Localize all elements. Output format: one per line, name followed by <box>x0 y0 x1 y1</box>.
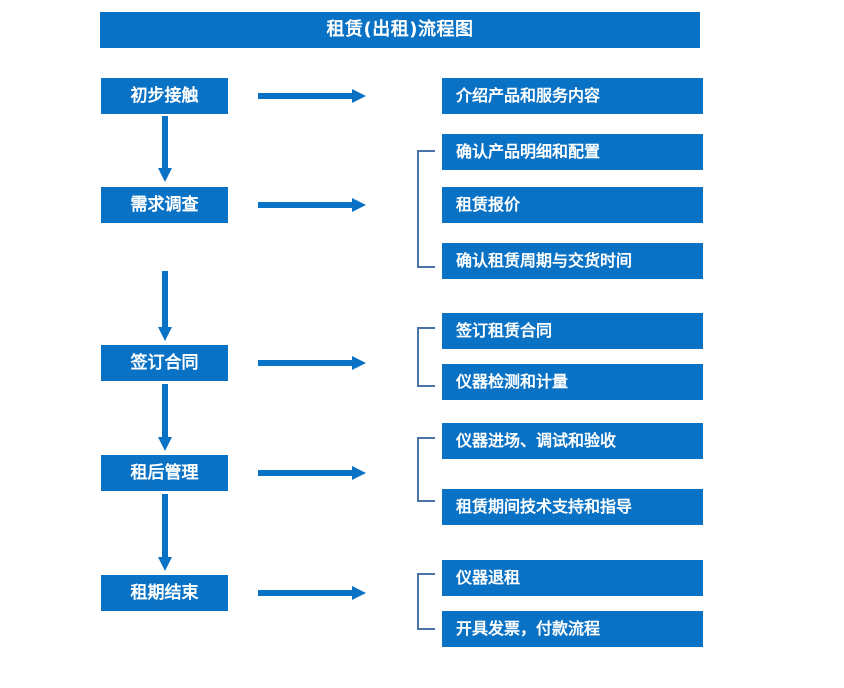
down-arrow-icon-1 <box>156 116 174 184</box>
down-arrow-icon-3 <box>156 384 174 453</box>
detail-label: 签订租赁合同 <box>456 321 553 340</box>
detail-label: 介绍产品和服务内容 <box>456 86 601 105</box>
detail-box-confirm-product-spec[interactable]: 确认产品明细和配置 <box>442 134 703 170</box>
stage-box-post-rental-management[interactable]: 租后管理 <box>101 455 228 491</box>
detail-box-confirm-lease-period[interactable]: 确认租赁周期与交货时间 <box>442 243 703 279</box>
detail-label: 确认租赁周期与交货时间 <box>456 251 633 270</box>
right-arrow-icon-5 <box>258 584 368 602</box>
stage-label: 签订合同 <box>130 352 199 373</box>
detail-box-technical-support[interactable]: 租赁期间技术支持和指导 <box>442 489 703 525</box>
right-arrow-icon-1 <box>258 87 368 105</box>
right-arrow-icon-4 <box>258 464 368 482</box>
down-arrow-icon-4 <box>156 494 174 573</box>
detail-box-instrument-return[interactable]: 仪器退租 <box>442 560 703 596</box>
detail-label: 租赁期间技术支持和指导 <box>456 497 633 516</box>
detail-box-rental-quotation[interactable]: 租赁报价 <box>442 187 703 223</box>
detail-box-sign-lease-contract[interactable]: 签订租赁合同 <box>442 313 703 349</box>
detail-box-instrument-delivery[interactable]: 仪器进场、调试和验收 <box>442 423 703 459</box>
detail-label: 确认产品明细和配置 <box>456 142 601 161</box>
detail-box-invoice-payment[interactable]: 开具发票，付款流程 <box>442 611 703 647</box>
right-arrow-icon-2 <box>258 196 368 214</box>
group-bracket-demand-survey <box>417 150 435 268</box>
detail-label: 仪器检测和计量 <box>456 372 569 391</box>
group-bracket-lease-end <box>417 573 435 630</box>
stage-box-lease-end[interactable]: 租期结束 <box>101 575 228 611</box>
stage-label: 租后管理 <box>130 462 199 483</box>
group-bracket-sign-contract <box>417 327 435 387</box>
detail-label: 仪器进场、调试和验收 <box>456 431 617 450</box>
detail-label: 仪器退租 <box>456 568 521 587</box>
detail-label: 开具发票，付款流程 <box>456 619 601 638</box>
stage-box-demand-survey[interactable]: 需求调查 <box>101 187 228 223</box>
detail-box-instrument-inspection[interactable]: 仪器检测和计量 <box>442 364 703 400</box>
down-arrow-icon-2 <box>156 271 174 343</box>
stage-label: 需求调查 <box>130 194 199 215</box>
detail-box-introduce-products[interactable]: 介绍产品和服务内容 <box>442 78 703 114</box>
right-arrow-icon-3 <box>258 354 368 372</box>
detail-label: 租赁报价 <box>456 195 521 214</box>
group-bracket-post-rental-management <box>417 437 435 502</box>
stage-box-initial-contact[interactable]: 初步接触 <box>101 78 228 114</box>
chart-title-banner: 租赁(出租)流程图 <box>100 12 700 48</box>
stage-box-sign-contract[interactable]: 签订合同 <box>101 345 228 381</box>
stage-label: 租期结束 <box>130 582 199 603</box>
chart-title-text: 租赁(出租)流程图 <box>326 19 474 40</box>
stage-label: 初步接触 <box>130 85 199 106</box>
